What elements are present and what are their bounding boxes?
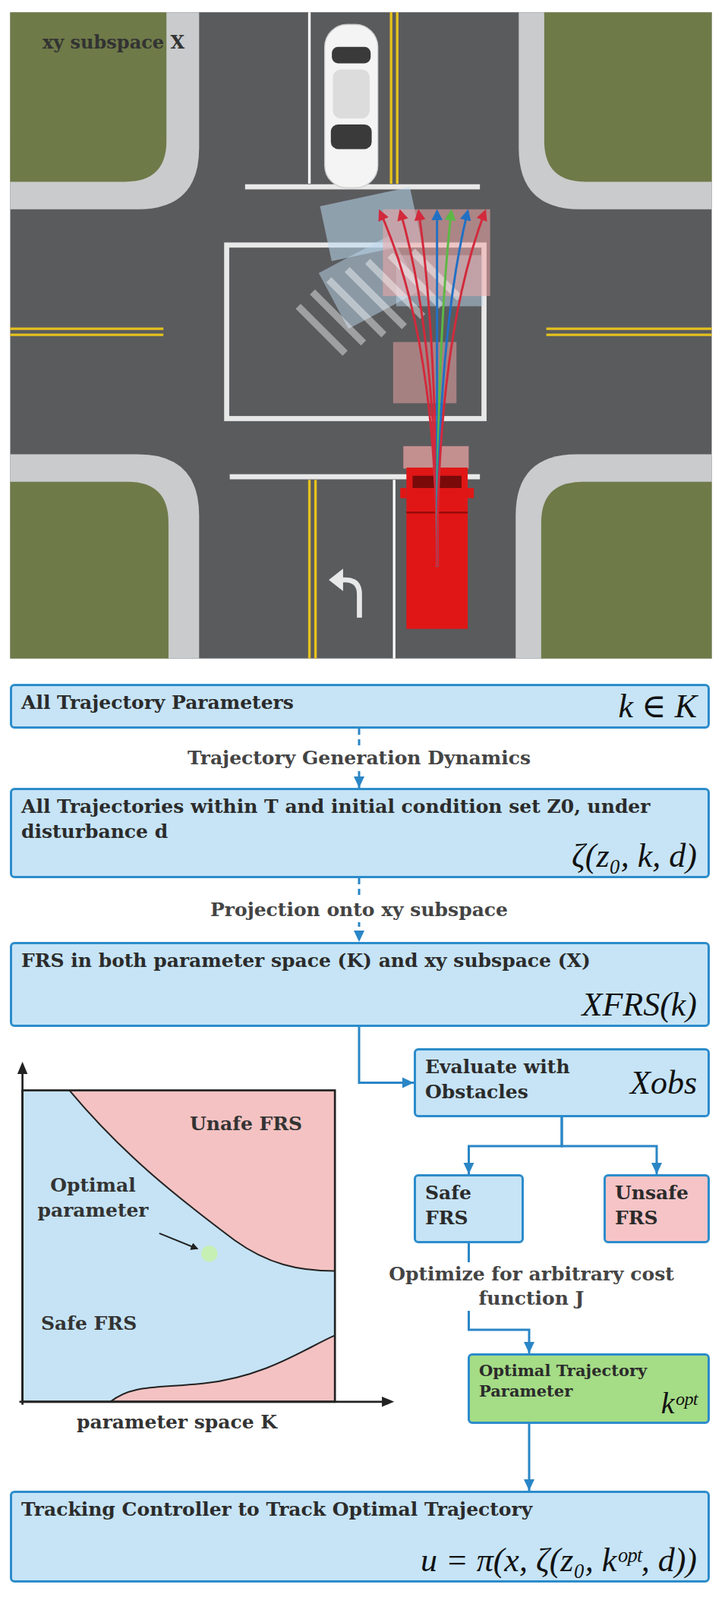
math-expression: kᵒᵖᵗ [661, 1386, 697, 1421]
safe-box: Safe FRS [413, 1174, 524, 1244]
math-expression: u = π(x, ζ(z₀, kᵒᵖᵗ, d)) [420, 1542, 697, 1580]
arrow-head [463, 1163, 475, 1175]
box-heading: Tracking Controller to Track Optimal Tra… [12, 1493, 708, 1528]
edge-label: Optimize for arbitrary cost function J [367, 1262, 696, 1312]
arrow-head [651, 1163, 662, 1175]
process-box: Tracking Controller to Track Optimal Tra… [9, 1490, 710, 1583]
box-heading: Unsafe FRS [605, 1176, 708, 1236]
math-expression: XFRS(k) [582, 986, 697, 1024]
callout-label: Optimal parameter [22, 1173, 164, 1224]
box-heading: FRS in both parameter space (K) and xy s… [12, 944, 708, 979]
box-heading: All Trajectory Parameters [12, 686, 708, 721]
arrow-head [353, 776, 365, 789]
math-expression: Xobs [630, 1064, 697, 1101]
math-expression: k ∈ K [618, 688, 697, 725]
region-label: Safe FRS [40, 1311, 137, 1337]
arrow-head [353, 930, 365, 943]
panel-title: xy subspace X [42, 30, 185, 54]
connector-line [359, 1027, 414, 1084]
unsafe-box: Unsafe FRS [603, 1174, 710, 1244]
process-box: All Trajectories within T and initial co… [9, 788, 710, 879]
flow-connector [561, 1117, 662, 1175]
axis-label: parameter space K [76, 1410, 278, 1436]
flow-connector [523, 1424, 535, 1491]
box-heading: Safe FRS [416, 1176, 522, 1236]
edge-label: Projection onto xy subspace [205, 898, 513, 923]
flow-connector [359, 1027, 414, 1089]
process-box: Evaluate with ObstaclesXobs [413, 1048, 710, 1118]
connector-line [561, 1117, 657, 1175]
process-box: FRS in both parameter space (K) and xy s… [9, 942, 710, 1028]
arrow-head [523, 1342, 535, 1354]
edge-label: Trajectory Generation Dynamics [182, 746, 536, 771]
arrow-head [523, 1479, 535, 1491]
result-box: Optimal Trajectory Parameterkᵒᵖᵗ [467, 1353, 710, 1425]
arrow-head [402, 1078, 414, 1089]
region-label: Unafe FRS [189, 1112, 303, 1138]
flow-connector [463, 1117, 563, 1175]
math-expression: ζ(z₀, k, d) [571, 838, 697, 875]
connector-line [469, 1117, 563, 1175]
process-box: All Trajectory Parametersk ∈ K [9, 684, 710, 729]
